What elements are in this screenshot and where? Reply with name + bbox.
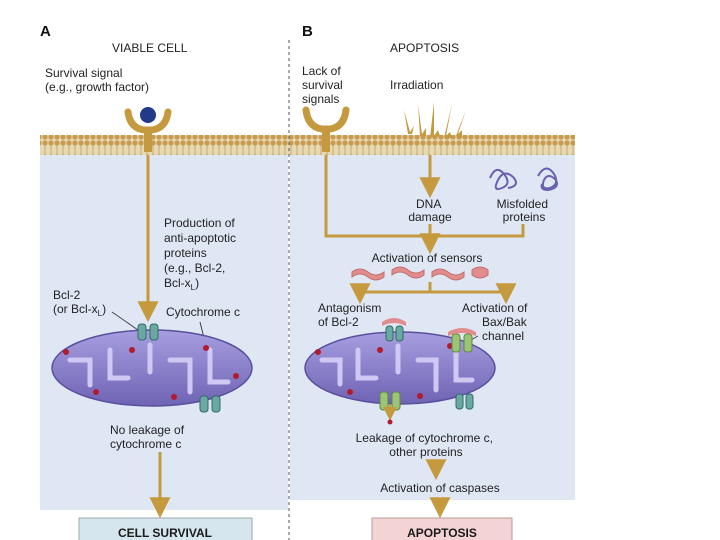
apoptosis-box [371,517,513,540]
bcl2-protein-icon [137,323,159,341]
leakage-label: Leakage of cytochrome c, other proteins [356,431,497,459]
bax-bak-channel-icon [448,328,476,353]
sensor-proteins-icon [351,266,489,281]
cell-survival-box [78,517,253,540]
irradiation-icon [404,102,466,138]
survival-receptor-icon [124,107,172,152]
misfolded-label: Misfolded proteins [497,197,552,224]
production-label: Production of anti-apoptotic proteins (e… [164,216,239,292]
bcl2-protein-icon [199,395,221,413]
cytochrome-label: Cytochrome c [166,305,240,319]
cell-membrane [40,135,575,155]
antagonism-label: Antagonism of Bcl-2 [318,301,385,329]
sensors-label: Activation of sensors [372,251,483,265]
bax-bak-channel-icon [379,391,401,425]
cell-survival-label: CELL SURVIVAL [118,526,212,540]
apoptosis-label: APOPTOSIS [407,526,477,540]
bcl2-label: Bcl-2 (or Bcl-xL) [53,288,106,318]
bcl2-pointer [111,311,139,331]
bcl2-protein-icon [455,393,474,410]
lack-signals-connector [324,155,428,238]
bcl2-antagonized-icon [382,318,406,342]
lack-signals-label: Lack of survival signals [302,64,346,106]
cytoplasm-b [290,155,575,500]
survival-signal-label: Survival signal (e.g., growth factor) [45,66,149,94]
empty-receptor-icon [302,106,350,152]
no-leakage-label: No leakage of cytochrome c [110,423,187,451]
caspases-label: Activation of caspases [380,481,499,495]
panel-b-letter: B [302,23,313,40]
misfolded-proteins-icon [489,167,558,192]
bax-label: Activation of Bax/Bak channel [462,301,531,343]
dna-damage-label: DNA damage [408,197,452,224]
irradiation-label: Irradiation [390,78,443,92]
mitochondrion-a [51,329,253,407]
panel-a-letter: A [40,23,51,40]
misfolded-connector [432,224,525,238]
panel-a-title: VIABLE CELL [112,41,188,55]
panel-b-title: APOPTOSIS [390,41,459,55]
